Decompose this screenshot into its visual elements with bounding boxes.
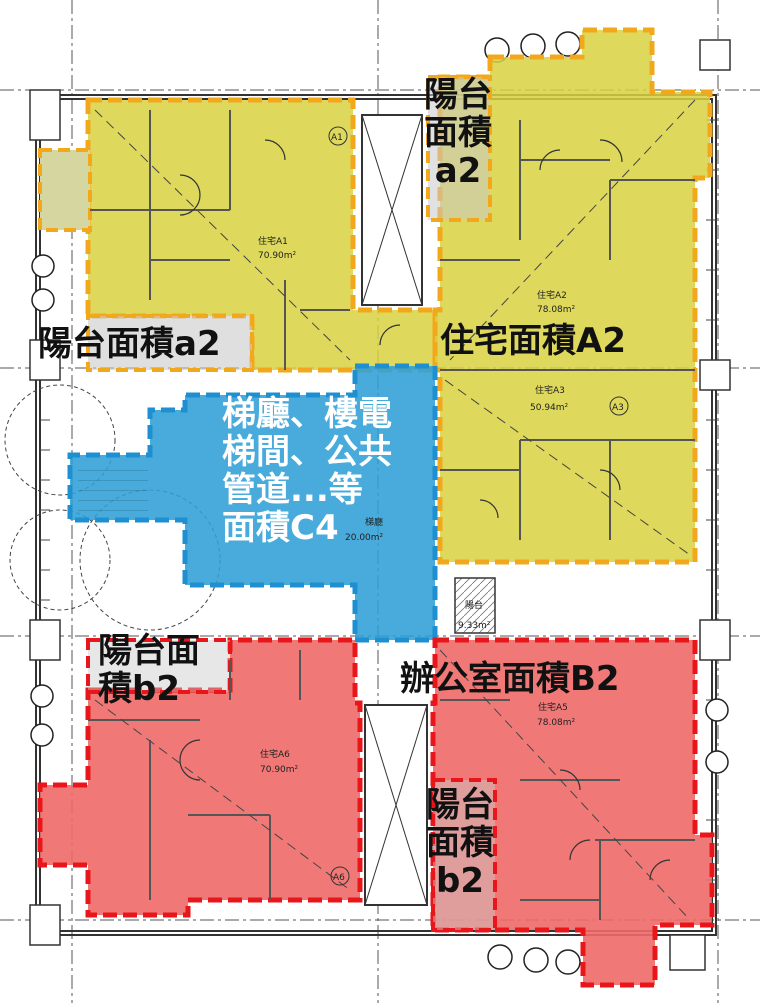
unit-a2-label: 住宅A2 <box>537 289 567 301</box>
office-zone-b2-right <box>430 637 715 988</box>
unit-a5-area: 78.08m² <box>537 718 576 728</box>
office-b2-label: 辦公室面積B2 <box>400 659 620 699</box>
unit-a3-label: 住宅A3 <box>535 384 565 396</box>
label-line: 陽台 <box>424 75 492 115</box>
label-line: a2 <box>434 151 482 192</box>
columns <box>29 39 731 971</box>
common-area-value: 20.00m² <box>345 533 384 543</box>
balcony-a2-left-zone <box>38 148 92 232</box>
balcony-b2-right-zone <box>431 778 497 932</box>
label-line: b2 <box>436 861 484 902</box>
tag-a3: A3 <box>612 403 624 413</box>
stair-treads <box>78 462 148 514</box>
common-zone-c4 <box>67 363 438 643</box>
label-line: 陽台面 <box>98 631 200 671</box>
label-line: 面積 <box>426 823 494 864</box>
unit-a5-label: 住宅A5 <box>538 701 568 713</box>
balcony-a2-left-label: 陽台面積a2 <box>38 324 221 364</box>
small-room-label: 陽台 <box>465 599 483 611</box>
tag-a6: A6 <box>333 873 345 883</box>
unit-a2-area: 78.08m² <box>537 305 576 315</box>
tag-a1: A1 <box>331 133 343 143</box>
label-line: 管道...等 <box>222 470 363 511</box>
balcony-b2-left-label: 陽台面 積b2 <box>98 632 200 708</box>
small-room-area: 9.33m² <box>458 621 491 631</box>
drain-symbols <box>30 31 729 975</box>
light-well-top <box>361 114 423 306</box>
balcony-a2-bottom-zone <box>86 314 254 372</box>
unit-a1-label: 住宅A1 <box>258 235 288 247</box>
door-swings <box>179 139 671 881</box>
dashed-diagonals <box>94 99 696 921</box>
balcony-a2-top-label: 陽台 面積 a2 <box>424 76 492 190</box>
small-room <box>454 577 496 634</box>
unit-tags: A1 A3 A6 <box>328 126 629 886</box>
unit-a1-area: 70.90m² <box>258 251 297 261</box>
office-zone-b2-left <box>37 637 363 918</box>
residential-a2-label: 住宅面積A2 <box>440 321 626 361</box>
light-well-bottom <box>364 704 428 906</box>
label-line: 面積C4 <box>222 508 339 549</box>
lift-hall-label: 梯廳 <box>365 516 383 528</box>
label-line: 積b2 <box>98 669 180 710</box>
residential-zone-a2 <box>432 27 713 565</box>
common-c4-label: 梯廳、樓電 梯間、公共 管道...等 面積C4 <box>222 395 392 547</box>
unit-a3-area: 50.94m² <box>530 403 569 413</box>
unit-annotations: 住宅A1 70.90m² 住宅A2 78.08m² 住宅A3 50.94m² 住… <box>258 235 576 775</box>
wall-outline <box>35 94 717 936</box>
label-line: 面積 <box>424 113 492 154</box>
balcony-b2-right-label: 陽台 面積 b2 <box>426 786 494 900</box>
balcony-a2-top-zone <box>426 75 492 222</box>
label-line: 陽台 <box>426 785 494 825</box>
label-line: 梯廳、樓電 <box>222 394 392 434</box>
interior-walls <box>88 110 695 920</box>
unit-a6-area: 70.90m² <box>260 765 299 775</box>
unit-a6-label: 住宅A6 <box>260 748 290 760</box>
label-line: 梯間、公共 <box>222 432 392 473</box>
